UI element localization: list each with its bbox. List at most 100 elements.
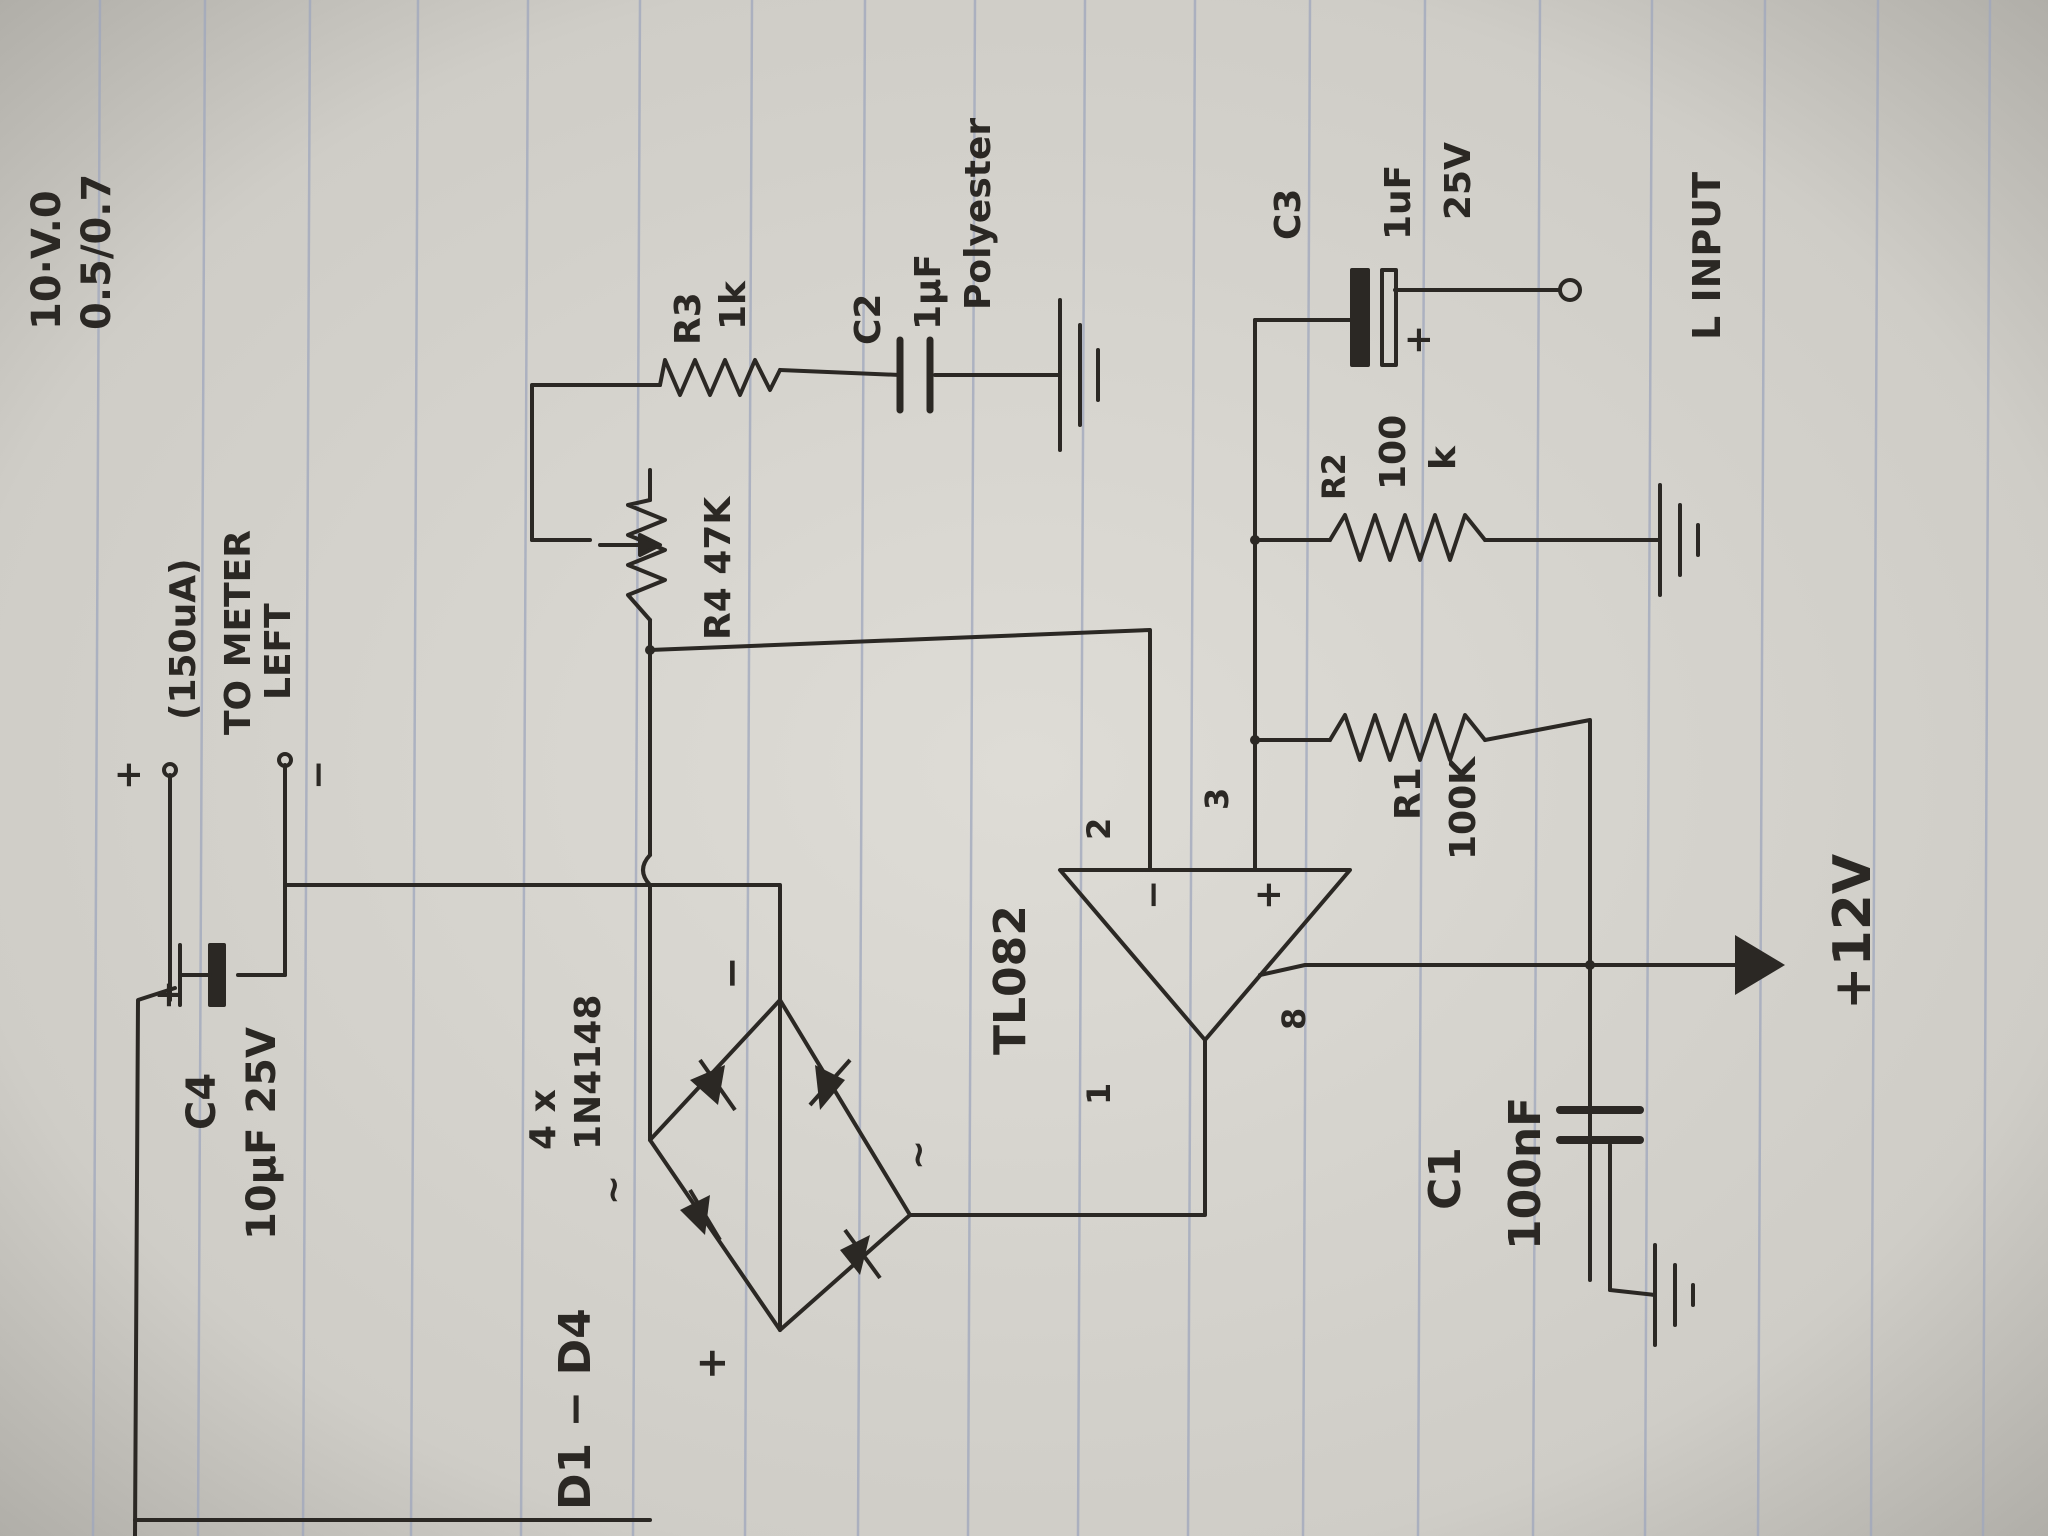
bridge-label: D1 − D4	[550, 1308, 601, 1510]
c1-ref: C1	[1420, 1147, 1471, 1210]
diode-4	[840, 1228, 882, 1280]
svg-text:1µF: 1µF	[908, 254, 949, 330]
svg-text:100nF: 100nF	[1500, 1097, 1551, 1250]
svg-text:L INPUT: L INPUT	[1685, 172, 1729, 340]
ground-symbol-c1	[1653, 1243, 1695, 1347]
svg-text:k: k	[1423, 445, 1464, 470]
opamp-plus: +	[1248, 880, 1289, 910]
r1-ref: R1	[1388, 767, 1429, 820]
c3-voltage: 25V	[1438, 142, 1479, 220]
bridge-minus: −	[709, 956, 755, 990]
c4-value: 10µF 25V	[239, 1027, 285, 1240]
svg-text:R3: R3	[668, 292, 709, 345]
svg-text:C1: C1	[1420, 1147, 1471, 1210]
svg-text:R4 47K: R4 47K	[698, 496, 739, 640]
r1-value: 100K	[1443, 756, 1484, 860]
c2-ref: C2	[848, 294, 889, 345]
opamp-tl082	[1058, 868, 1352, 1042]
diode-3	[680, 1188, 722, 1242]
svg-text:1k: 1k	[713, 280, 754, 330]
bridge-ac1: ~	[593, 1175, 634, 1205]
opamp-pin1: 1	[1080, 1083, 1118, 1105]
svg-text:1N4148: 1N4148	[568, 995, 609, 1150]
c4-plus: +	[148, 980, 189, 1010]
supply-label: +12V	[1823, 854, 1883, 1010]
svg-text:100: 100	[1373, 415, 1414, 490]
opamp-part: TL082	[985, 905, 1036, 1055]
svg-text:25V: 25V	[1438, 142, 1479, 220]
svg-text:+: +	[108, 760, 149, 790]
input-terminal	[1558, 278, 1582, 302]
svg-text:2: 2	[1080, 818, 1118, 840]
ruled-lines	[91, 0, 1992, 1536]
meter-terminals	[162, 752, 293, 778]
svg-text:~: ~	[593, 1175, 634, 1205]
svg-text:R2: R2	[1315, 453, 1353, 500]
input-label: L INPUT	[1685, 172, 1729, 340]
corner-note: 10·V.0 0.5/0.7	[24, 174, 120, 330]
c2-type: Polyester	[958, 118, 999, 310]
c4-ref: C4	[179, 1073, 225, 1130]
ground-symbol-r2	[1658, 483, 1700, 597]
diode-bridge	[648, 998, 912, 1332]
c3-value: 1uF	[1378, 165, 1419, 240]
svg-text:C4: C4	[179, 1073, 225, 1130]
svg-text:(150uA): (150uA)	[163, 558, 204, 720]
capacitor-c4	[178, 943, 226, 1007]
r2-ref: R2	[1315, 453, 1353, 500]
bridge-ac2: ~	[898, 1140, 939, 1170]
svg-text:−: −	[709, 956, 755, 990]
svg-text:~: ~	[898, 1140, 939, 1170]
capacitor-c3	[1350, 268, 1398, 367]
c3-ref: C3	[1268, 189, 1309, 240]
svg-text:Polyester: Polyester	[958, 118, 999, 310]
meter-channel: LEFT	[258, 603, 299, 700]
svg-text:R1: R1	[1388, 767, 1429, 820]
svg-text:1uF: 1uF	[1378, 165, 1419, 240]
supply-arrow	[1735, 935, 1785, 995]
potentiometer-r4	[598, 468, 667, 622]
corner-note-line1: 10·V.0	[24, 190, 70, 330]
c3-plus: +	[1398, 325, 1439, 355]
r2-value: 100	[1373, 415, 1414, 490]
svg-text:10µF 25V: 10µF 25V	[239, 1027, 285, 1240]
capacitor-c2	[896, 336, 934, 414]
r2-unit: k	[1423, 445, 1464, 470]
svg-text:D1 − D4: D1 − D4	[550, 1308, 601, 1510]
svg-text:TO METER: TO METER	[218, 530, 259, 735]
resistor-r2	[1328, 513, 1487, 562]
corner-note-line2: 0.5/0.7	[74, 174, 120, 330]
opamp-pin2: 2	[1080, 818, 1118, 840]
opamp-minus: −	[1133, 880, 1174, 910]
diode-1	[690, 1058, 737, 1112]
bridge-part: 1N4148	[568, 995, 609, 1150]
opamp-pin3: 3	[1198, 788, 1236, 810]
meter-current: (150uA)	[163, 558, 204, 720]
svg-text:+: +	[148, 980, 189, 1010]
svg-text:4 x: 4 x	[523, 1089, 564, 1150]
svg-text:3: 3	[1198, 788, 1236, 810]
svg-text:8: 8	[1275, 1008, 1313, 1030]
svg-text:+: +	[1248, 880, 1289, 910]
meter-plus: +	[108, 760, 149, 790]
svg-text:TL082: TL082	[985, 905, 1036, 1055]
r4-ref: R4 47K	[698, 496, 739, 640]
svg-text:−: −	[298, 760, 339, 790]
svg-text:LEFT: LEFT	[258, 603, 299, 700]
svg-text:C3: C3	[1268, 189, 1309, 240]
junction-dots	[645, 535, 1595, 970]
capacitor-c1	[1556, 1106, 1644, 1144]
svg-text:+: +	[1398, 325, 1439, 355]
r3-ref: R3	[668, 292, 709, 345]
ground-symbol-c2	[1058, 298, 1100, 452]
svg-text:C2: C2	[848, 294, 889, 345]
opamp-pin8: 8	[1275, 1008, 1313, 1030]
r3-value: 1k	[713, 280, 754, 330]
meter-to-label: TO METER	[218, 530, 259, 735]
svg-text:100K: 100K	[1443, 756, 1484, 860]
resistor-r1	[1328, 713, 1487, 762]
bridge-count: 4 x	[523, 1089, 564, 1150]
diode-2	[808, 1058, 852, 1110]
